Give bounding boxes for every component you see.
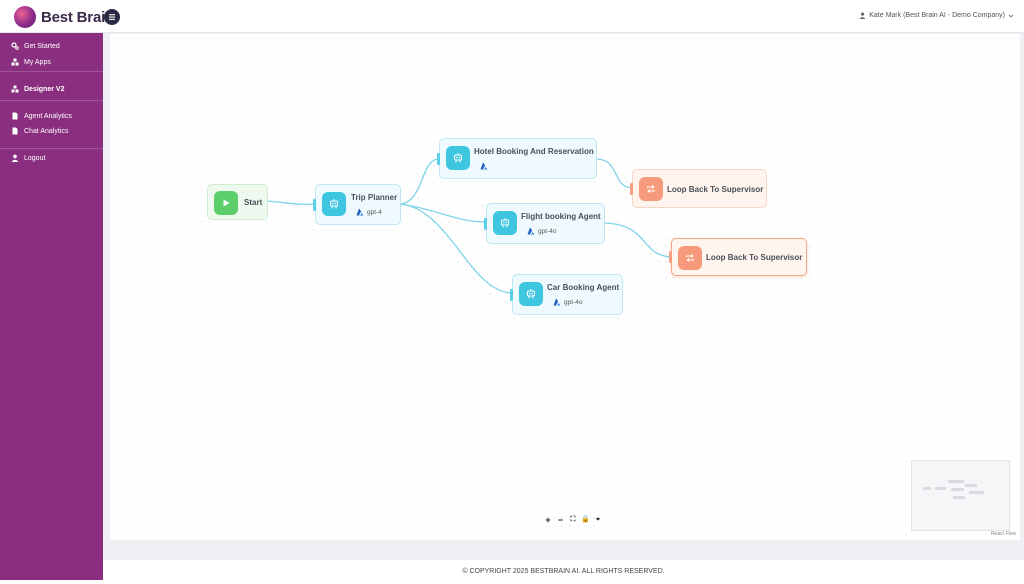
minimap-node xyxy=(935,487,946,490)
flow-node-car-booking[interactable]: Car Booking Agent gpt-4o xyxy=(510,274,623,315)
minimap-node xyxy=(969,491,984,494)
sidebar-item-label: Logout xyxy=(24,154,46,162)
loop-icon xyxy=(678,246,702,270)
brand-name: Best Brain xyxy=(41,8,115,26)
sidebar-item-label: Agent Analytics xyxy=(24,112,72,120)
flow-node-hotel-booking[interactable]: Hotel Booking And Reservation xyxy=(437,138,597,179)
minimap-toggle-button[interactable]: ⌖ xyxy=(596,515,600,523)
sidebar-item-my-apps[interactable]: My Apps xyxy=(11,56,51,68)
node-title: Car Booking Agent xyxy=(547,283,620,292)
brand-logo[interactable]: Best Brain xyxy=(14,5,114,29)
sidebar-item-label: Designer V2 xyxy=(24,85,65,93)
node-model: gpt-4o xyxy=(553,298,582,306)
model-name: gpt-4 xyxy=(367,208,382,216)
top-bar: Best Brain Kate Mark (Best Brain AI - De… xyxy=(0,0,1024,33)
user-menu[interactable]: Kate Mark (Best Brain AI - Demo Company) xyxy=(859,12,1014,19)
node-title: Loop Back To Supervisor xyxy=(667,185,764,194)
azure-icon xyxy=(553,298,561,306)
minimap-node xyxy=(948,480,964,483)
node-input-handle[interactable] xyxy=(510,289,513,301)
sidebar-item-label: My Apps xyxy=(24,58,51,66)
cubes-icon xyxy=(11,85,19,93)
user-name: Kate Mark (Best Brain AI - Demo Company) xyxy=(869,12,1005,19)
zoom-in-button[interactable]: + xyxy=(545,514,551,525)
node-model: gpt-4 xyxy=(356,208,382,216)
azure-icon xyxy=(480,162,488,170)
model-name: gpt-4o xyxy=(538,227,557,235)
menu-toggle-button[interactable] xyxy=(104,9,120,25)
azure-icon xyxy=(527,227,535,235)
sidebar-item-agent-analytics[interactable]: Agent Analytics xyxy=(11,110,72,122)
node-title: Flight booking Agent xyxy=(521,212,601,221)
sidebar-divider xyxy=(0,71,103,72)
flow-node-trip-planner[interactable]: Trip Planner gpt-4 xyxy=(313,184,401,225)
sidebar-item-logout[interactable]: Logout xyxy=(11,152,45,164)
robot-icon xyxy=(493,211,517,235)
minimap-node xyxy=(953,496,965,499)
node-title: Start xyxy=(244,198,263,207)
fit-view-button[interactable]: ⛶ xyxy=(570,515,576,523)
node-input-handle[interactable] xyxy=(484,218,487,230)
sidebar-divider xyxy=(0,100,103,101)
brain-logo-icon xyxy=(14,6,36,28)
sidebar: Get Started My Apps Designer V2 Agent An… xyxy=(0,33,103,580)
file-icon xyxy=(11,112,19,120)
user-icon xyxy=(859,12,866,19)
file-icon xyxy=(11,127,19,135)
flow-node-start[interactable]: Start xyxy=(207,184,268,220)
sidebar-item-label: Get Started xyxy=(24,42,60,50)
node-input-handle[interactable] xyxy=(630,183,633,195)
node-title: Loop Back To Supervisor xyxy=(706,253,803,262)
react-flow-attribution[interactable]: React Flow xyxy=(991,531,1017,537)
chevron-down-icon xyxy=(1008,14,1014,18)
minimap-node xyxy=(951,488,964,491)
azure-icon xyxy=(356,208,364,216)
model-name: gpt-4o xyxy=(564,298,583,306)
node-title: Trip Planner xyxy=(351,193,398,202)
lock-button[interactable]: 🔒 xyxy=(581,515,590,523)
loop-icon xyxy=(639,177,663,201)
node-model: gpt-4o xyxy=(527,227,556,235)
minimap[interactable] xyxy=(911,460,1010,531)
robot-icon xyxy=(322,192,346,216)
node-input-handle[interactable] xyxy=(313,199,316,211)
sidebar-item-chat-analytics[interactable]: Chat Analytics xyxy=(11,125,68,137)
node-model xyxy=(480,162,491,170)
footer: © COPYRIGHT 2025 BESTBRAIN AI. ALL RIGHT… xyxy=(103,560,1024,580)
sidebar-item-get-started[interactable]: Get Started xyxy=(11,40,60,52)
robot-icon xyxy=(446,146,470,170)
gears-icon xyxy=(11,42,19,50)
sidebar-item-designer-v2[interactable]: Designer V2 xyxy=(11,83,64,95)
sidebar-divider xyxy=(0,148,103,149)
play-icon xyxy=(214,191,238,215)
node-title: Hotel Booking And Reservation xyxy=(474,147,594,156)
copyright-text: © COPYRIGHT 2025 BESTBRAIN AI. ALL RIGHT… xyxy=(462,568,665,575)
minimap-node xyxy=(965,484,977,487)
user-icon xyxy=(11,154,19,162)
node-input-handle[interactable] xyxy=(437,153,440,165)
flow-node-flight-booking[interactable]: Flight booking Agent gpt-4o xyxy=(484,203,605,244)
cubes-icon xyxy=(11,58,19,66)
robot-icon xyxy=(519,282,543,306)
flow-node-loop-back-1[interactable]: Loop Back To Supervisor xyxy=(630,169,767,208)
node-input-handle[interactable] xyxy=(669,251,672,263)
flow-controls: + − ⛶ 🔒 ⌖ xyxy=(539,513,607,526)
zoom-out-button[interactable]: − xyxy=(557,514,564,525)
minimap-node xyxy=(923,487,931,490)
sidebar-item-label: Chat Analytics xyxy=(24,127,69,135)
hamburger-icon xyxy=(109,14,115,20)
flow-node-loop-back-2[interactable]: Loop Back To Supervisor xyxy=(669,238,807,276)
